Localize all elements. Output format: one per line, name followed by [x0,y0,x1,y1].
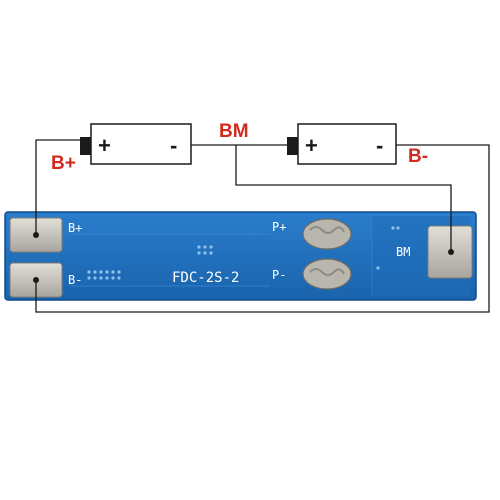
silk-bm: BM [396,245,410,259]
wire-b-plus [35,139,81,235]
label-b-minus: B- [408,146,428,167]
cell-2-body [297,123,397,165]
silk-b-plus: B+ [68,221,82,235]
cell-2: + - [287,123,397,165]
cell-2-negative: - [376,133,383,158]
solder-blob-minus [309,268,345,276]
pad-p-plus [302,218,352,250]
cell-2-positive: + [305,133,318,158]
silk-p-minus: P- [272,268,286,282]
board-model: FDC-2S-2 [172,270,239,286]
silk-p-plus: P+ [272,220,286,234]
solder-blob-plus [309,226,345,234]
silk-b-minus: B- [68,273,82,287]
wire-bm [235,145,452,252]
wire-dots [33,232,454,283]
cell-1-terminal [80,137,91,155]
label-bm: BM [219,121,249,142]
cell-1-body [90,123,192,165]
label-b-plus: B+ [51,153,76,174]
wire-b-minus [35,144,490,313]
cell-1-positive: + [98,133,111,158]
via-cluster [87,226,400,280]
cell-2-terminal [287,137,298,155]
protection-board: B+ B- P+ P- BM FDC-2S-2 [4,211,477,301]
board-traces [70,215,468,296]
cell-1-negative: - [170,133,177,158]
cell-1: + - [80,123,192,165]
wiring [35,139,490,313]
